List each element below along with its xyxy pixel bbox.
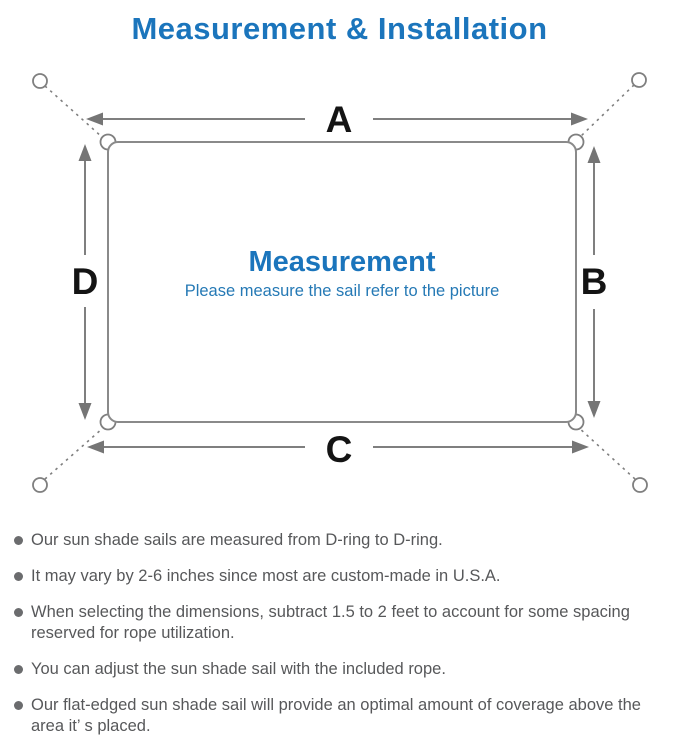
list-item: You can adjust the sun shade sail with t… [14, 659, 663, 680]
note-text: Our sun shade sails are measured from D-… [31, 531, 443, 549]
anchor-point-icon-top-left [32, 73, 48, 89]
arrowhead-icon-left-down [78, 403, 92, 420]
rope-dashed-lines [44, 84, 636, 480]
anchor-point-icon-bottom-right [632, 477, 648, 493]
list-item: Our flat-edged sun shade sail will provi… [14, 695, 663, 737]
header: Measurement & Installation [0, 0, 679, 52]
bullet-icon [14, 608, 23, 617]
bullet-icon [14, 536, 23, 545]
edge-label-a: A [326, 99, 353, 140]
note-text: When selecting the dimensions, subtract … [31, 603, 630, 642]
dimension-arrowheads [78, 112, 601, 454]
arrowhead-icon-bottom-left [87, 440, 104, 454]
arrowhead-icon-right-up [587, 146, 601, 163]
sail-measurement-diagram: A B C D Measurement Please measure the s… [32, 72, 648, 493]
bullet-icon [14, 701, 23, 710]
diagram-center-heading: Measurement [249, 246, 436, 278]
arrowhead-icon-right-down [587, 401, 601, 418]
notes-list: Our sun shade sails are measured from D-… [0, 510, 679, 737]
note-text: It may vary by 2-6 inches since most are… [31, 567, 501, 585]
rope-line-bottom-left [44, 427, 104, 480]
note-text: You can adjust the sun shade sail with t… [31, 660, 446, 678]
rope-line-top-right [579, 84, 635, 138]
list-item: Our sun shade sails are measured from D-… [14, 530, 663, 551]
page-title: Measurement & Installation [131, 11, 548, 46]
dimension-arrow-lines [84, 118, 595, 448]
anchor-point-icon-top-right [631, 72, 647, 88]
sail-outline [107, 141, 577, 423]
list-item: It may vary by 2-6 inches since most are… [14, 566, 663, 587]
rope-line-top-left [44, 85, 103, 138]
note-text: Our flat-edged sun shade sail will provi… [31, 696, 641, 735]
edge-label-b: B [581, 261, 608, 302]
edge-labels: A B C D [72, 99, 608, 470]
arrowhead-icon-bottom-right [572, 440, 589, 454]
edge-label-d: D [72, 261, 99, 302]
edge-label-c: C [326, 429, 353, 470]
list-item: When selecting the dimensions, subtract … [14, 602, 663, 644]
arrowhead-icon-top-left [86, 112, 103, 126]
anchor-point-icon-bottom-left [32, 477, 48, 493]
diagram-center-subheading: Please measure the sail refer to the pic… [185, 282, 500, 300]
bullet-icon [14, 665, 23, 674]
anchor-point-icons [32, 72, 648, 493]
bullet-icon [14, 572, 23, 581]
rope-line-bottom-right [577, 426, 636, 480]
arrowhead-icon-top-right [571, 112, 588, 126]
arrowhead-icon-left-up [78, 144, 92, 161]
